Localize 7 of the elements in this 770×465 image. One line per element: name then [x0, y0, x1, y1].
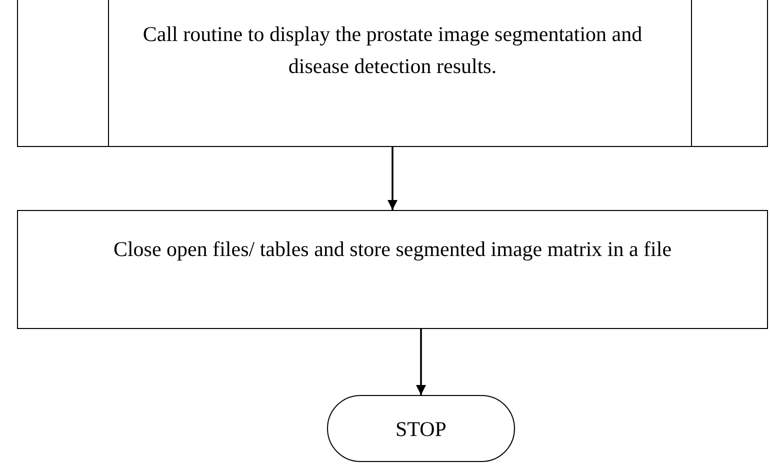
- process-box: [17, 210, 768, 329]
- arrow: [416, 329, 426, 395]
- arrow: [388, 147, 398, 210]
- subroutine-box: [17, 0, 768, 147]
- step-text: Call routine to display the prostate image segmentation and disease detection results.: [142, 21, 644, 80]
- step-text: STOP: [396, 416, 446, 442]
- step-text: Close open files/ tables and store segmented image matrix in a file: [113, 236, 672, 263]
